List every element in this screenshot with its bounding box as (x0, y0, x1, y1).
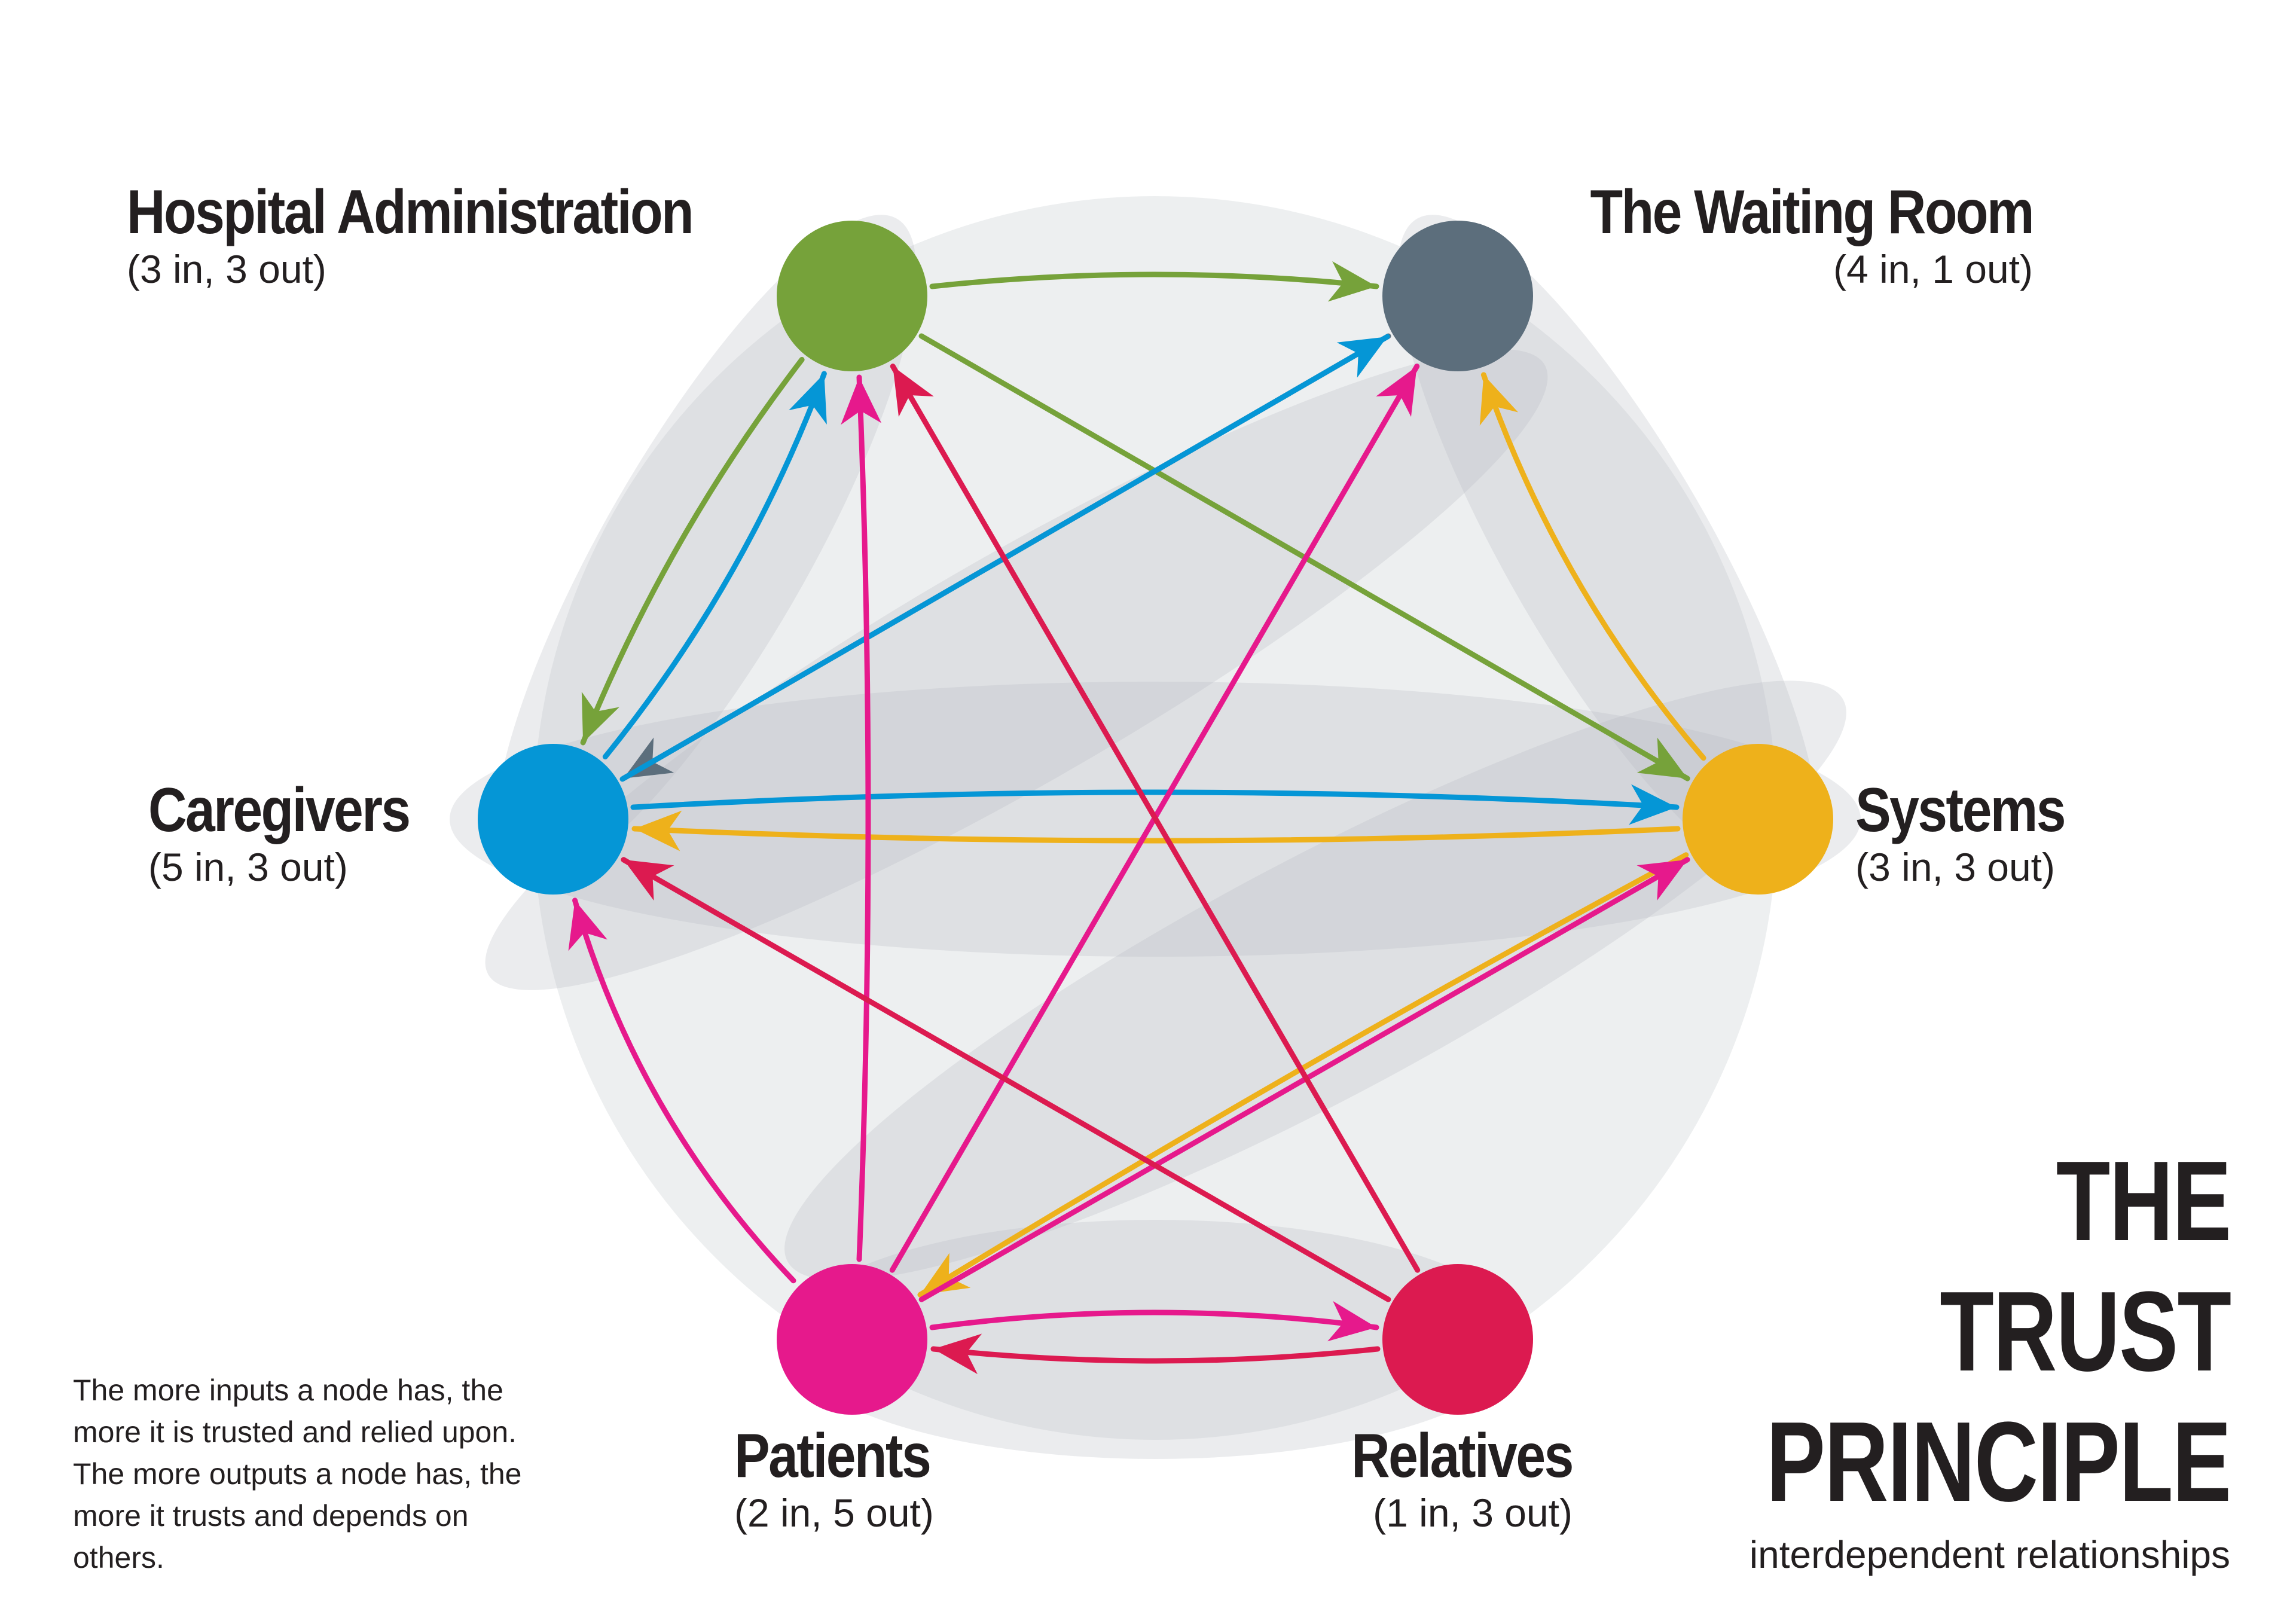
edge-patients-to-relatives (929, 1301, 1379, 1342)
edge-patients-to-admin (841, 374, 882, 1262)
node-name: Systems (1855, 776, 2066, 845)
arrowhead (623, 859, 674, 901)
edge-line (580, 356, 805, 746)
node-label-caregivers: Caregivers (5 in, 3 out) (148, 777, 452, 891)
node-counts: (1 in, 3 out) (1373, 1491, 1573, 1535)
title-line-3: PRINCIPLE (1766, 1399, 2231, 1525)
arrowhead (1327, 1301, 1376, 1342)
node-label-relatives: Relatives (1 in, 3 out) (1315, 1421, 1574, 1537)
node-care (478, 744, 628, 895)
node-counts: (3 in, 3 out) (1855, 845, 2055, 889)
edge-line (856, 374, 871, 1262)
node-name: Caregivers (148, 776, 411, 845)
title-line-2: TRUST (1939, 1268, 2231, 1395)
node-admin (777, 221, 927, 371)
arrowhead (568, 900, 607, 951)
edge-line (621, 857, 1391, 1302)
edge-admin-to-waiting (929, 261, 1379, 302)
edge-line (631, 826, 1681, 844)
edge-admin-to-care (580, 356, 805, 746)
edge-line (890, 364, 1421, 1273)
arrowhead (920, 1253, 971, 1295)
arrowhead (893, 366, 934, 417)
node-counts: (5 in, 3 out) (148, 845, 348, 889)
arrowhead (1479, 374, 1519, 426)
node-systems (1683, 744, 1833, 895)
edge-line (929, 1309, 1379, 1330)
node-name: Relatives (1351, 1421, 1574, 1491)
edge-systems-to-care (631, 810, 1681, 851)
node-label-waiting-room: The Waiting Room (4 in, 1 out) (1518, 178, 2035, 293)
explanatory-note: The more inputs a node has, the more it … (73, 1373, 522, 1574)
node-layer (478, 221, 1833, 1415)
arrowhead (841, 377, 882, 425)
node-label-hospital-administration: Hospital Administration (3 in, 3 out) (127, 179, 784, 293)
edge-systems-to-waiting (1479, 372, 1706, 761)
edge-relatives-to-patients (930, 1333, 1381, 1375)
node-relatives (1382, 1264, 1533, 1415)
background-ellipse (485, 349, 1548, 990)
edge-line (1480, 372, 1706, 761)
edge-care-to-systems (630, 784, 1680, 825)
node-counts: (2 in, 5 out) (734, 1491, 934, 1535)
node-counts: (3 in, 3 out) (127, 247, 326, 291)
background-ellipse (1397, 215, 1819, 886)
subtitle: interdependent relationships (1749, 1533, 2230, 1576)
background-ellipse (784, 1220, 1526, 1459)
edge-patients-to-care (568, 898, 796, 1284)
node-label-systems: Systems (3 in, 3 out) (1855, 777, 2099, 891)
node-patients (777, 1264, 927, 1415)
arrowhead (1636, 737, 1688, 779)
arrowhead (581, 691, 619, 743)
edge-layer (568, 261, 1706, 1375)
edge-line (630, 789, 1680, 810)
node-name: The Waiting Room (1590, 178, 2035, 247)
arrowhead (1629, 784, 1677, 825)
arrowhead (634, 810, 682, 851)
edge-relatives-to-admin (890, 364, 1421, 1273)
node-counts: (4 in, 1 out) (1833, 247, 2033, 291)
node-waiting (1382, 221, 1533, 371)
edge-care-to-admin (602, 371, 827, 760)
arrowhead (1327, 261, 1376, 302)
edge-line (930, 1346, 1381, 1364)
arrowhead (1336, 337, 1388, 378)
arrowhead (933, 1333, 982, 1375)
edge-line (929, 271, 1379, 289)
arrowhead (789, 373, 827, 425)
node-label-patients: Patients (2 in, 5 out) (734, 1423, 962, 1537)
edge-relatives-to-care (621, 857, 1391, 1302)
node-name: Hospital Administration (127, 178, 694, 247)
edge-line (572, 898, 796, 1284)
node-name: Patients (734, 1421, 932, 1491)
title-block: THE TRUST PRINCIPLE interdependent relat… (1635, 1136, 2231, 1579)
title-line-1: THE (2056, 1138, 2231, 1265)
arrowhead (1376, 366, 1417, 417)
edge-line (602, 371, 827, 760)
arrowhead (1636, 859, 1688, 901)
